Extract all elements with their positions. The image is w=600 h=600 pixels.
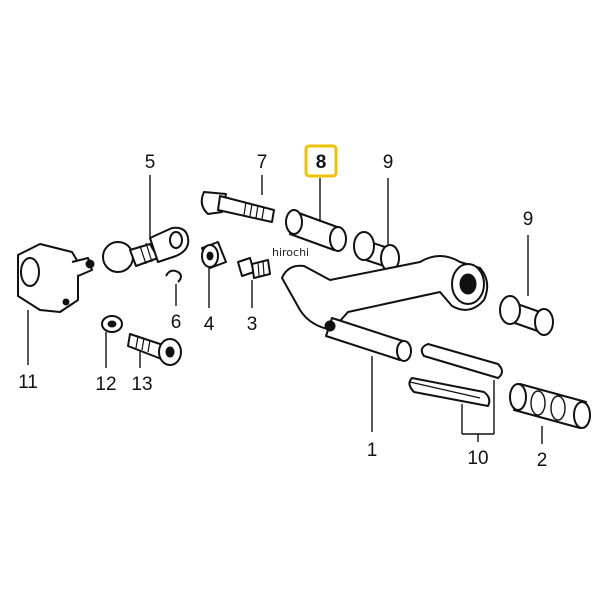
callout-13: 13 [131,374,152,395]
part-7-bolt [200,191,275,223]
callout-8: 8 [316,152,327,173]
part-10-sleeve [408,343,503,407]
part-3-ball-stud [237,257,271,279]
callout-8-highlight [304,144,338,178]
part-4-spacer [201,241,227,269]
callout-1: 1 [367,440,378,461]
callout-11: 11 [18,372,38,393]
part-8-bushing [285,209,347,252]
watermark-text: hirochi [272,246,309,259]
part-6-circlip [165,269,182,283]
part-12-washer [101,315,123,333]
part-11-clamp [17,243,95,313]
callout-4: 4 [204,314,215,335]
part-5-ball-joint [102,226,190,273]
part-9a-flanged-bush [353,231,400,272]
callout-2: 2 [537,450,548,471]
part-9b-flanged-bush [499,295,554,336]
callout-6: 6 [171,312,182,333]
callout-10: 10 [467,448,488,469]
callout-3: 3 [247,314,258,335]
callout-7: 7 [257,152,268,173]
callout-9b: 9 [523,209,534,230]
callout-5: 5 [145,152,156,173]
part-13-screw [127,333,182,366]
part-1-lever-arm [281,255,489,362]
part-2-peg-rubber [509,383,591,429]
callout-12: 12 [95,374,116,395]
callout-9a: 9 [383,152,394,173]
